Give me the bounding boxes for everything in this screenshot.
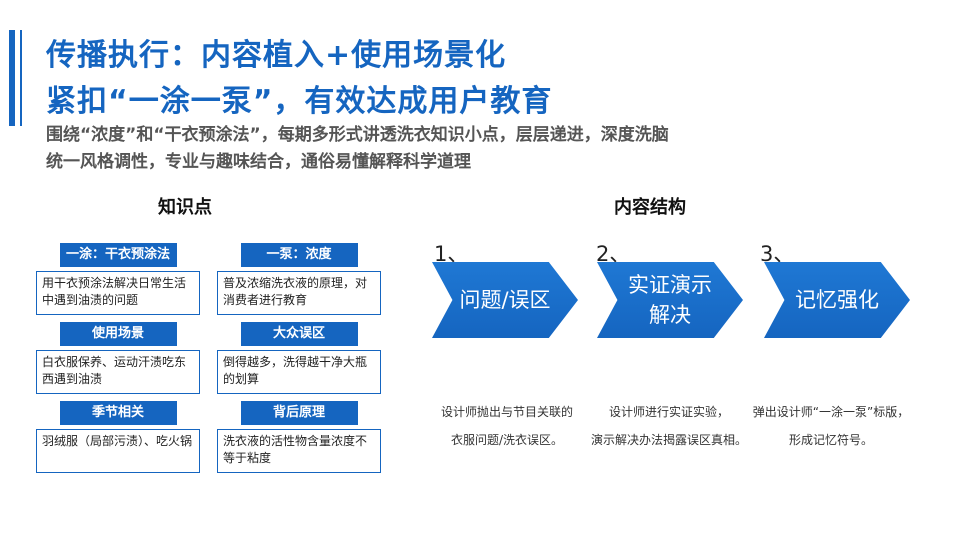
chevron-arrow-shape	[597, 262, 743, 338]
chevron-arrow-shape	[432, 262, 578, 338]
knowledge-card-body: 用干衣预涂法解决日常生活中遇到油渍的问题	[36, 271, 200, 315]
knowledge-card-title: 背后原理	[240, 401, 358, 425]
step-arrow: 问题/误区	[432, 262, 578, 338]
step-description-line: 设计师抛出与节目关联的	[440, 405, 573, 419]
knowledge-card: 背后原理 洗衣液的活性物含量浓度不等于粘度	[217, 401, 381, 473]
knowledge-card-body: 洗衣液的活性物含量浓度不等于粘度	[217, 429, 381, 473]
structure-heading: 内容结构	[614, 197, 686, 218]
knowledge-card-title: 一涂：干衣预涂法	[59, 243, 177, 267]
step-description: 设计师进行实证实验， 演示解决办法揭露误区真相。	[584, 398, 754, 454]
step-description: 弹出设计师“一涂一泵”标版， 形成记忆符号。	[746, 398, 916, 454]
knowledge-card-body: 普及浓缩洗衣液的原理，对消费者进行教育	[217, 271, 381, 315]
accent-bar-thin	[20, 30, 22, 126]
step-label: 实证演示解决	[628, 273, 712, 327]
slide-title-line1: 传播执行：内容植入+使用场景化	[46, 38, 507, 73]
knowledge-card: 大众误区 倒得越多，洗得越干净大瓶的划算	[217, 322, 381, 394]
step-arrow: 实证演示解决	[597, 262, 743, 338]
knowledge-card-title: 大众误区	[240, 322, 358, 346]
knowledge-card-title: 使用场景	[59, 322, 177, 346]
knowledge-card-title: 季节相关	[59, 401, 177, 425]
step-label: 记忆强化	[795, 288, 879, 312]
slide-subtitle-line1: 围绕“浓度”和“干衣预涂法”，每期多形式讲透洗衣知识小点，层层递进，深度洗脑	[46, 125, 669, 145]
knowledge-card-body: 倒得越多，洗得越干净大瓶的划算	[217, 350, 381, 394]
step-description-line: 衣服问题/洗衣误区。	[450, 433, 564, 447]
knowledge-card-title: 一泵：浓度	[240, 243, 358, 267]
step-description-line: 演示解决办法揭露误区真相。	[590, 433, 747, 447]
process-steps: 问题/误区 实证演示解决 记忆强化	[432, 262, 922, 338]
step-description-line: 形成记忆符号。	[788, 433, 873, 447]
chevron-arrow-shape	[764, 262, 910, 338]
knowledge-card-body: 羽绒服（局部污渍）、吃火锅	[36, 429, 200, 473]
knowledge-grid: 一涂：干衣预涂法 用干衣预涂法解决日常生活中遇到油渍的问题 一泵：浓度 普及浓缩…	[36, 243, 381, 473]
knowledge-card: 使用场景 白衣服保养、运动汗渍吃东西遇到油渍	[36, 322, 200, 394]
step-description-line: 弹出设计师“一涂一泵”标版，	[752, 405, 910, 419]
knowledge-card-body: 白衣服保养、运动汗渍吃东西遇到油渍	[36, 350, 200, 394]
step-label: 问题/误区	[459, 288, 551, 312]
step-arrow: 记忆强化	[764, 262, 910, 338]
knowledge-heading: 知识点	[158, 197, 212, 218]
slide-subtitle-line2: 统一风格调性，专业与趣味结合，通俗易懂解释科学道理	[46, 152, 471, 172]
accent-bar-thick	[9, 30, 15, 126]
knowledge-card: 一涂：干衣预涂法 用干衣预涂法解决日常生活中遇到油渍的问题	[36, 243, 200, 315]
step-description: 设计师抛出与节目关联的 衣服问题/洗衣误区。	[422, 398, 592, 454]
slide-title-line2: 紧扣“一涂一泵”，有效达成用户教育	[46, 84, 553, 119]
knowledge-card: 季节相关 羽绒服（局部污渍）、吃火锅	[36, 401, 200, 473]
step-description-line: 设计师进行实证实验，	[608, 405, 729, 419]
knowledge-card: 一泵：浓度 普及浓缩洗衣液的原理，对消费者进行教育	[217, 243, 381, 315]
